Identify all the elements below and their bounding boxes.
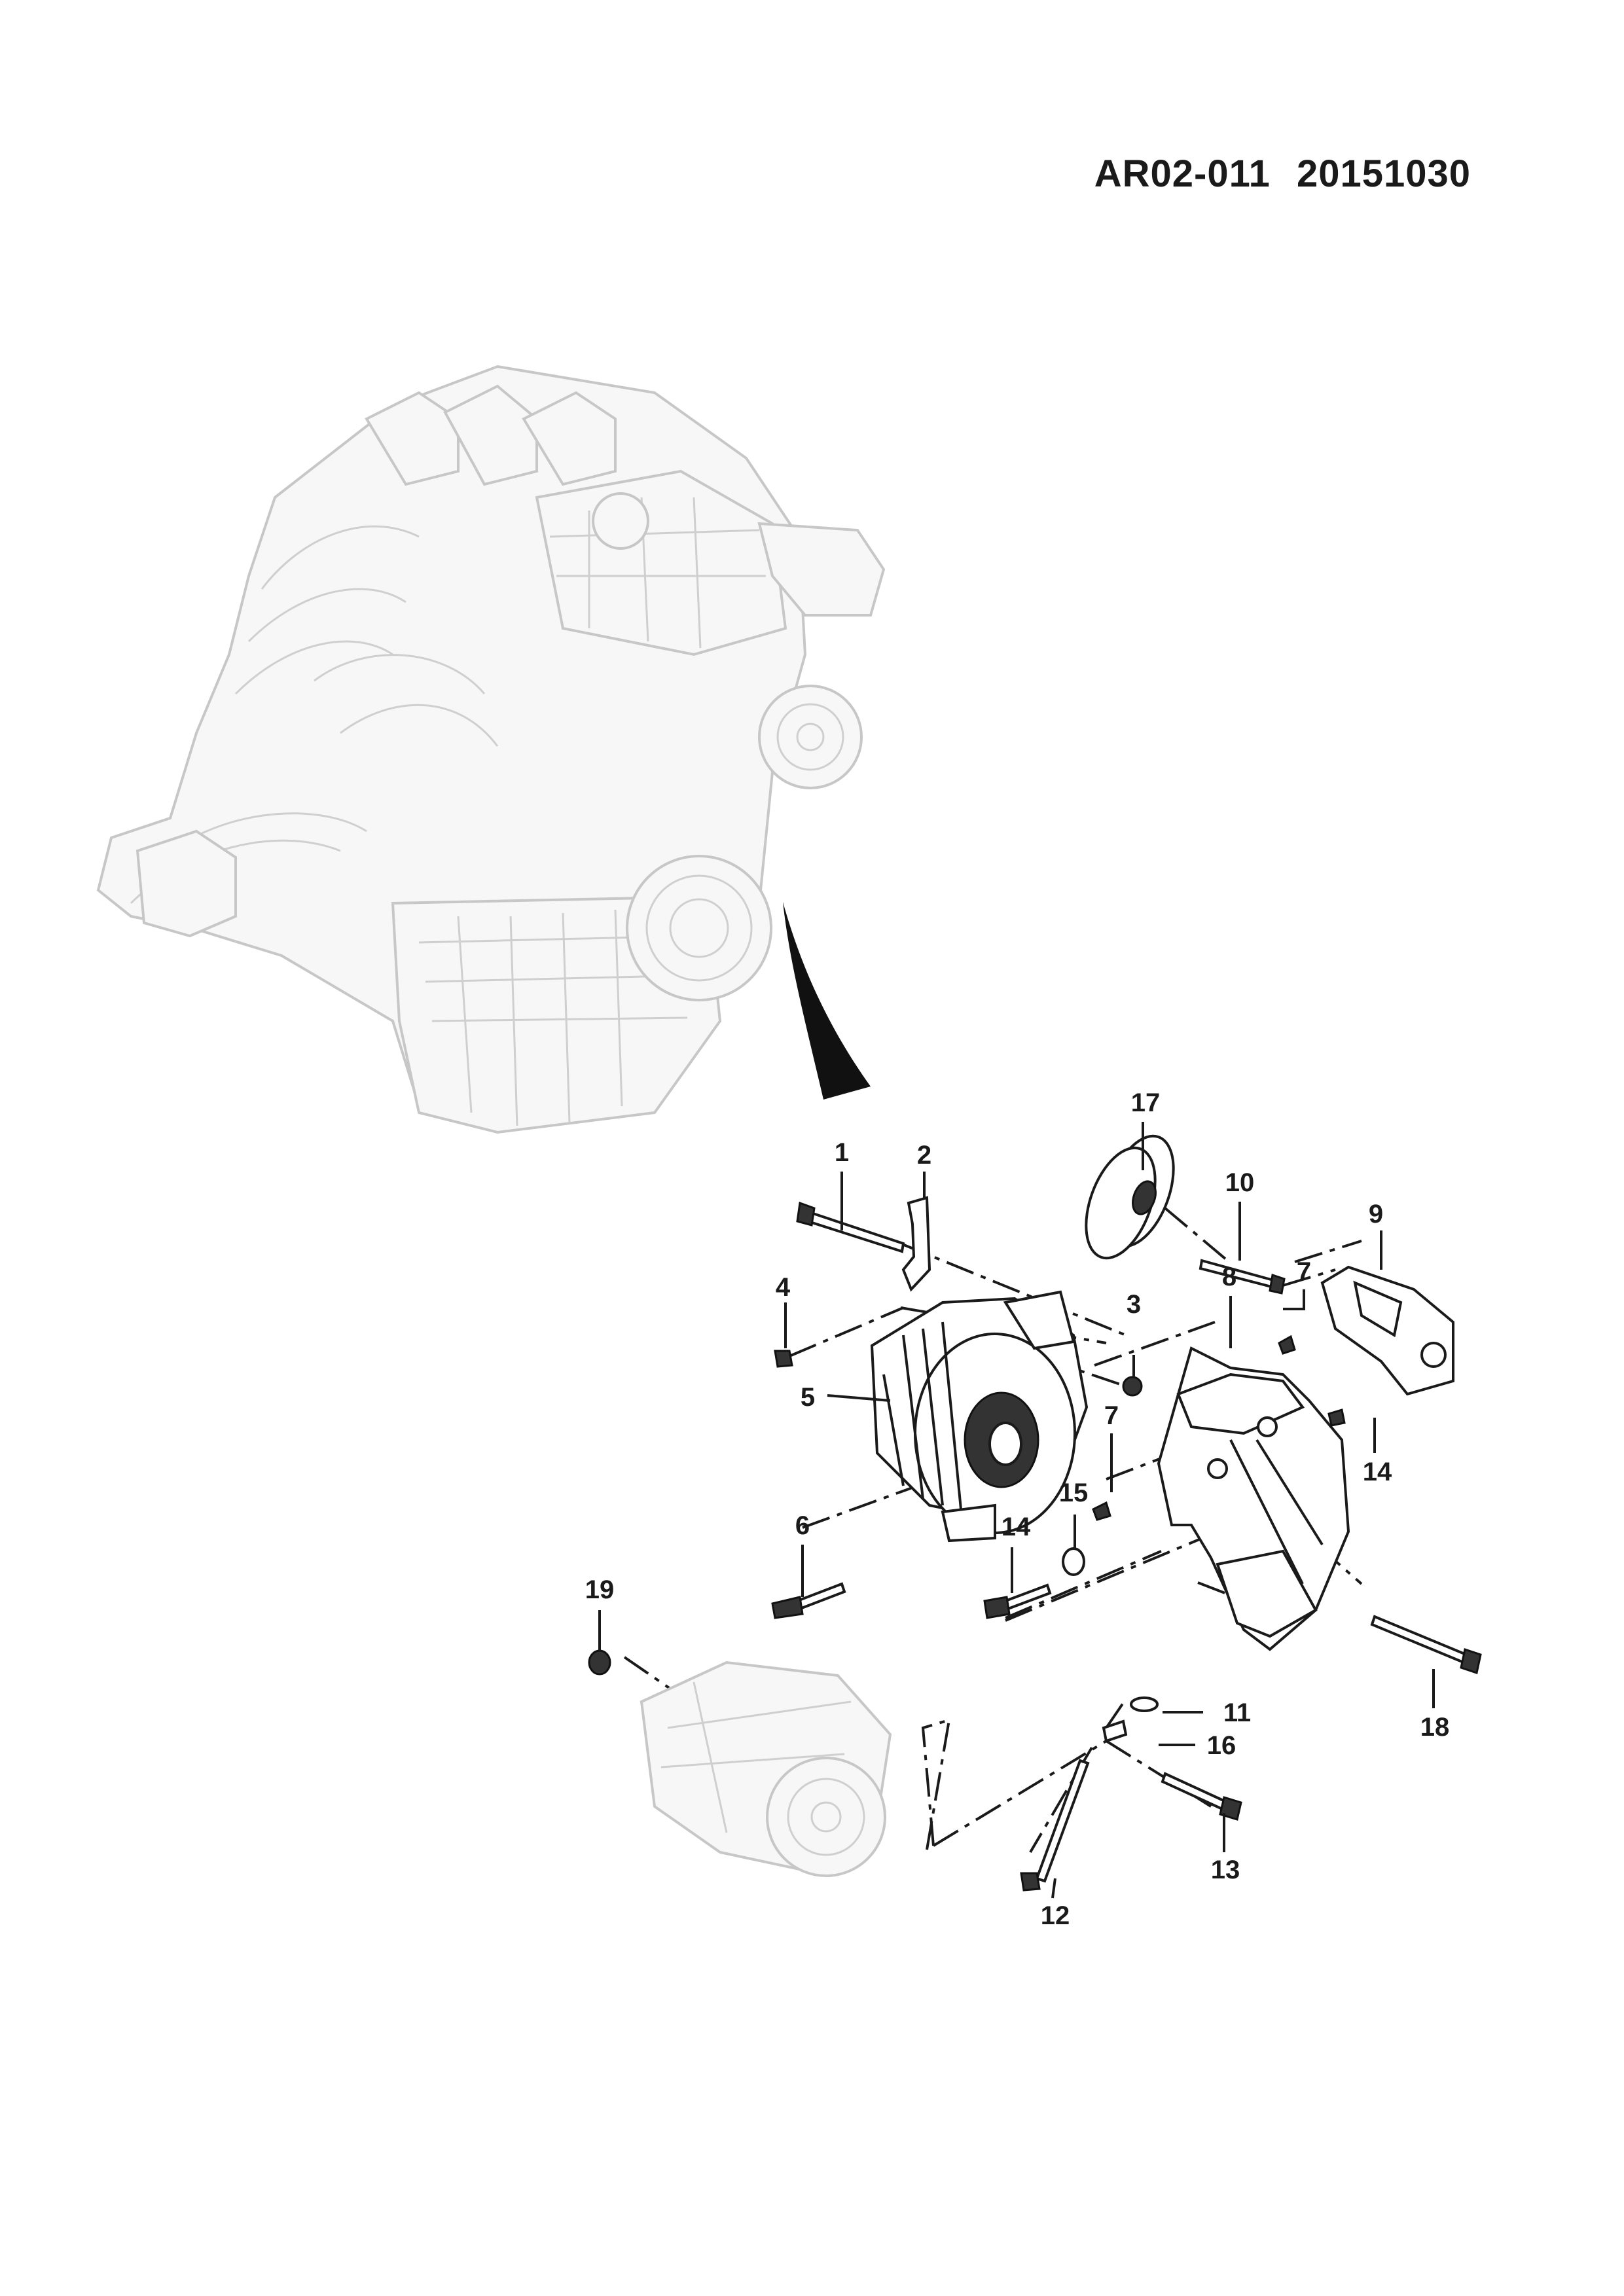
small-bracket <box>901 1196 931 1292</box>
fasteners <box>588 1201 1482 1892</box>
callout-9: 9 <box>1369 1200 1383 1229</box>
callout-leaders <box>598 1122 1435 1899</box>
callout-16: 16 <box>1207 1731 1236 1760</box>
callout-14-left: 14 <box>1001 1513 1031 1541</box>
callout-11: 11 <box>1223 1698 1251 1727</box>
callout-15: 15 <box>1059 1479 1089 1507</box>
diagram-header: AR02-011 20151030 <box>1094 152 1471 196</box>
ac-compressor-ghost <box>640 1660 892 1877</box>
callout-18: 18 <box>1420 1713 1450 1742</box>
callout-17: 17 <box>1131 1088 1161 1117</box>
callout-13: 13 <box>1211 1856 1240 1884</box>
idler-pulley <box>1085 1134 1175 1260</box>
callout-7-upper: 7 <box>1297 1257 1311 1286</box>
diagram-date: 20151030 <box>1296 152 1471 195</box>
engine-assembly-ghost <box>96 365 886 1134</box>
callout-3: 3 <box>1127 1290 1141 1319</box>
upper-bracket <box>1320 1265 1454 1396</box>
callout-2: 2 <box>917 1141 931 1170</box>
callout-6: 6 <box>795 1511 810 1540</box>
diagram-code: AR02-011 <box>1094 152 1271 195</box>
callout-19: 19 <box>585 1575 615 1604</box>
mounting-bracket <box>1157 1346 1350 1651</box>
callout-labels: 1 2 3 4 5 6 7 7 8 9 10 11 12 13 14 14 15… <box>585 1088 1450 1930</box>
alternator <box>870 1290 1089 1543</box>
callout-7-lower: 7 <box>1104 1401 1119 1430</box>
callout-8: 8 <box>1222 1263 1236 1291</box>
callout-14-right: 14 <box>1363 1458 1392 1486</box>
callout-1: 1 <box>835 1138 849 1167</box>
callout-4: 4 <box>776 1273 791 1302</box>
pointer-arrow <box>783 902 871 1100</box>
callout-5: 5 <box>801 1383 815 1412</box>
callout-10: 10 <box>1225 1168 1255 1197</box>
callout-12: 12 <box>1041 1901 1070 1930</box>
